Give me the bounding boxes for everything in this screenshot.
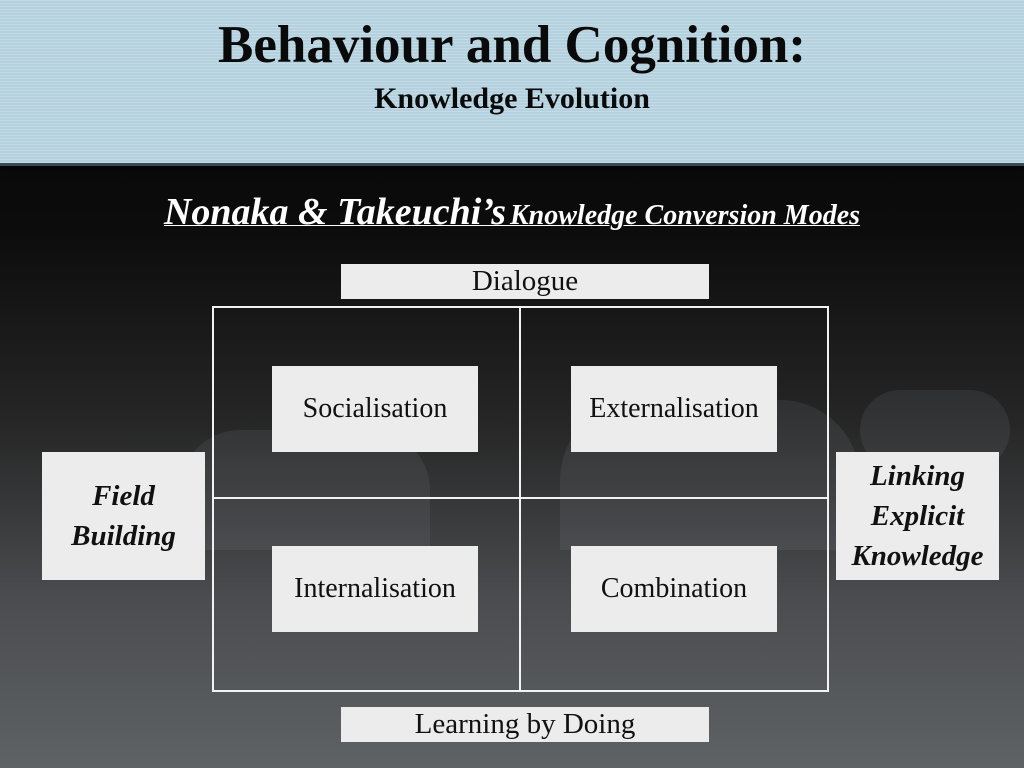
heading-topic: Knowledge Conversion Modes (510, 200, 861, 231)
slide-subtitle: Knowledge Evolution (374, 82, 650, 115)
title-banner: Behaviour and Cognition: Knowledge Evolu… (0, 0, 1024, 166)
bottom-axis-label: Learning by Doing (341, 707, 709, 742)
left-label-line: Building (71, 520, 176, 552)
quadrant-socialisation: Socialisation (272, 366, 478, 452)
quadrant-combination: Combination (571, 546, 777, 632)
quadrant-internalisation: Internalisation (272, 546, 478, 632)
grid-vertical-divider (519, 306, 521, 692)
left-axis-label: Field Building (42, 452, 205, 580)
grid-horizontal-divider (212, 497, 829, 499)
quadrant-externalisation: Externalisation (571, 366, 777, 452)
right-label-line: Explicit (870, 499, 965, 532)
diagram-heading: Nonaka & Takeuchi’s Knowledge Conversion… (0, 190, 1024, 234)
right-label-line: Knowledge (851, 540, 984, 572)
slide-title: Behaviour and Cognition: (217, 16, 807, 74)
top-axis-label: Dialogue (341, 264, 709, 299)
left-label-line: Field (92, 479, 155, 512)
right-axis-label: Linking Explicit Knowledge (836, 452, 999, 580)
heading-authors: Nonaka & Takeuchi’s (163, 191, 506, 233)
right-label-line: Linking (869, 459, 966, 492)
background-texture (710, 286, 723, 306)
